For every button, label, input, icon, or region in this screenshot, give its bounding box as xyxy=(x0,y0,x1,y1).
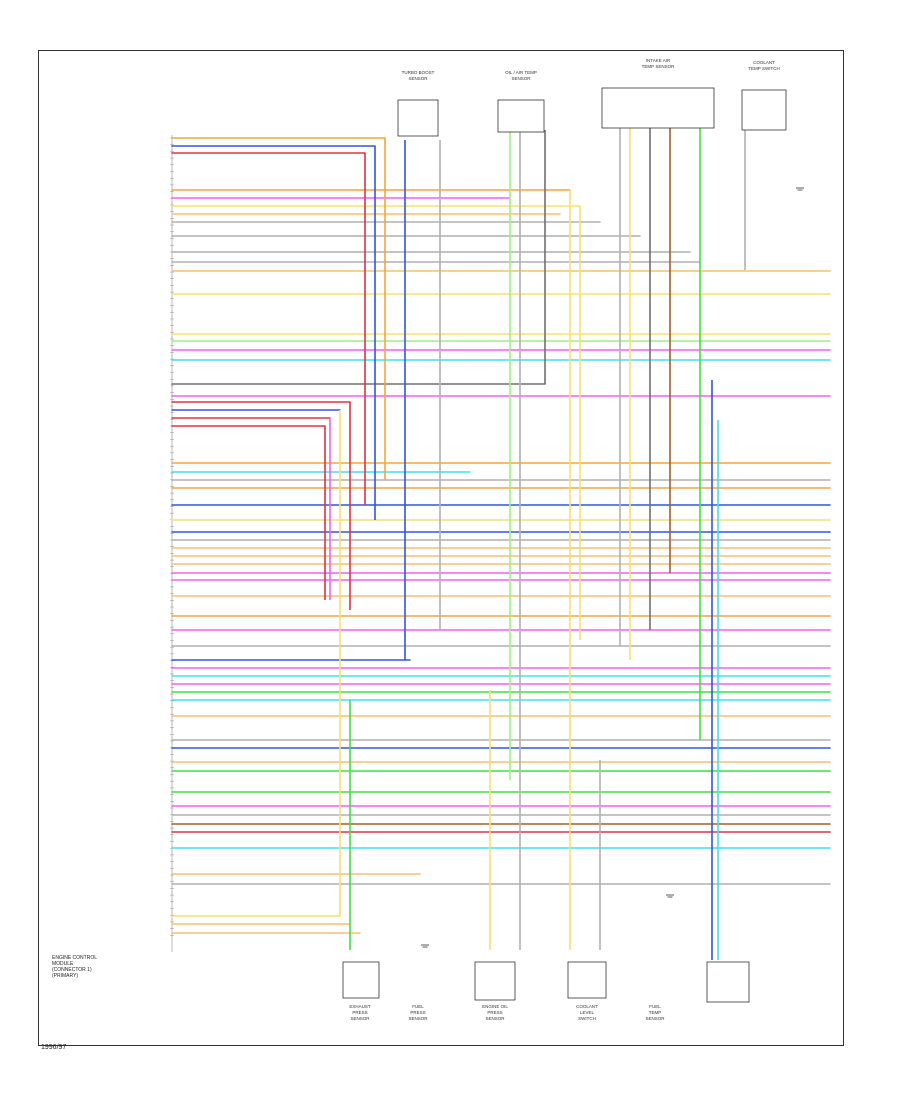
component-label-bottom: SENSOR xyxy=(485,1016,505,1021)
component-label-bottom: PRESS xyxy=(410,1010,425,1015)
component-box-bottom xyxy=(706,961,750,1003)
component-label-top: SENSOR xyxy=(511,76,531,81)
diagram-code: 1996/97 xyxy=(41,1044,67,1051)
component-label-bottom: SWITCH xyxy=(578,1016,596,1021)
component-label-top: TEMP SWITCH xyxy=(748,66,779,71)
component-label-bottom: SENSOR xyxy=(645,1016,665,1021)
component-label-bottom: TEMP xyxy=(649,1010,662,1015)
diagram-frame xyxy=(38,50,844,1046)
component-label-bottom: EXHAUST xyxy=(349,1004,371,1009)
component-box-top xyxy=(601,87,715,129)
component-box-top xyxy=(397,99,439,137)
component-label-bottom: LEVEL xyxy=(580,1010,595,1015)
component-label-top: INTAKE AIR xyxy=(646,58,671,63)
component-label-top: COOLANT xyxy=(753,60,775,65)
ecm-title-line-3: (PRIMARY) xyxy=(52,973,79,979)
component-label-bottom: SENSOR xyxy=(350,1016,370,1021)
component-box-top xyxy=(497,99,545,133)
ecm-title: ENGINE CONTROL MODULE (CONNECTOR 1) (PRI… xyxy=(52,955,112,979)
component-label-bottom: SENSOR xyxy=(408,1016,428,1021)
component-label-bottom: COOLANT xyxy=(576,1004,598,1009)
component-label-bottom: PRESS xyxy=(352,1010,367,1015)
ecm-title-line-1: ENGINE CONTROL MODULE xyxy=(52,955,97,967)
component-label-top: TURBO BOOST xyxy=(402,70,435,75)
component-box-bottom xyxy=(567,961,607,999)
ecm-title-line-2: (CONNECTOR 1) xyxy=(52,967,92,973)
component-label-top: OIL / AIR TEMP xyxy=(505,70,537,75)
component-label-bottom: FUEL xyxy=(412,1004,424,1009)
component-label-bottom: FUEL xyxy=(649,1004,661,1009)
component-label-top: SENSOR xyxy=(408,76,428,81)
component-box-bottom xyxy=(474,961,516,1001)
component-box-bottom xyxy=(342,961,380,999)
component-label-top: TEMP SENSOR xyxy=(642,64,675,69)
component-box-top xyxy=(741,89,787,131)
component-label-bottom: ENGINE OIL xyxy=(482,1004,508,1009)
component-label-bottom: PRESS xyxy=(487,1010,502,1015)
